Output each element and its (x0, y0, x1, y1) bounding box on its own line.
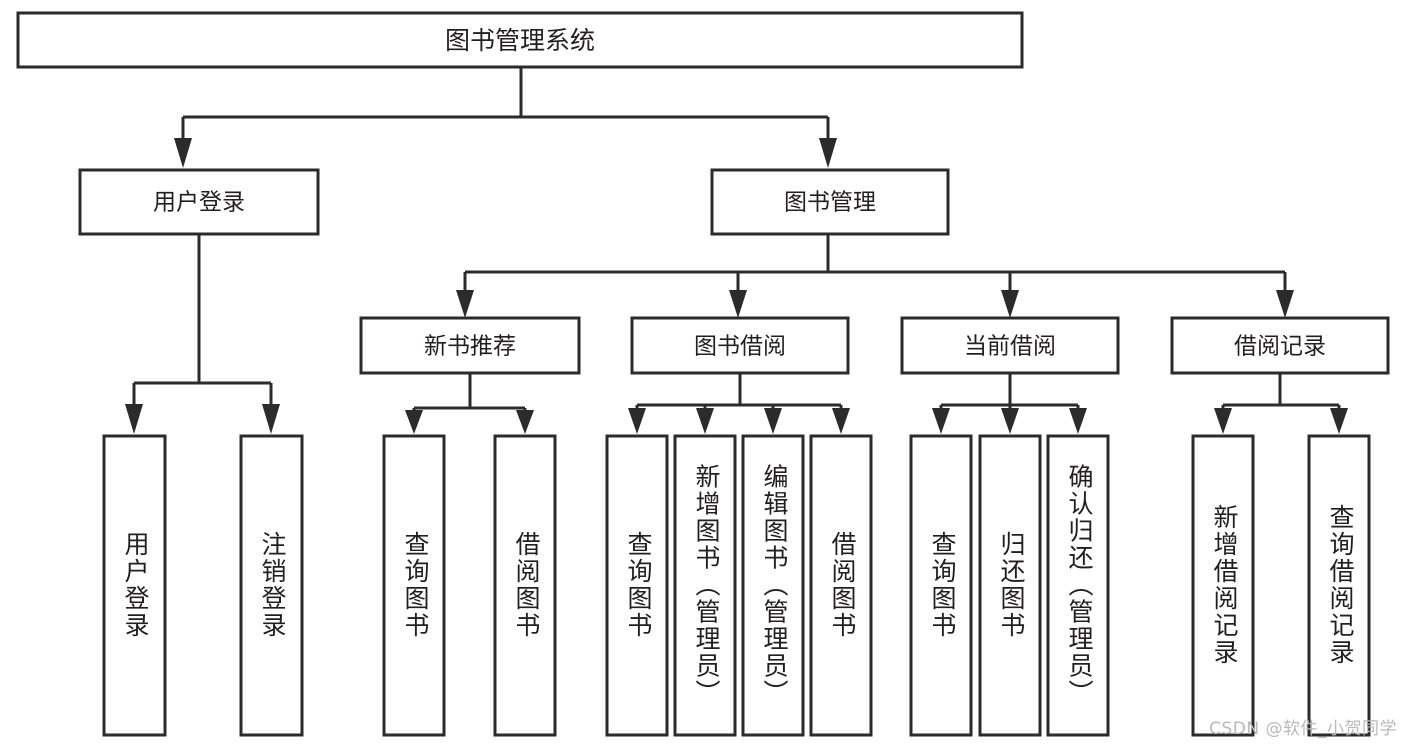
connector-current-to-leaves (932, 373, 1087, 434)
leaf-user-login-login[interactable]: 用户登录 (102, 434, 167, 737)
node-borrow-record-label: 借阅记录 (1234, 334, 1326, 360)
connector-borrow-to-leaves (628, 373, 850, 434)
leaf-borrow-borrow-book[interactable]: 借阅图书 (809, 434, 873, 737)
leaf-borrow-add-book-label: 新增图书（管理员） (692, 464, 721, 707)
node-user-login-label: 用户登录 (153, 190, 245, 216)
node-user-login[interactable]: 用户登录 (78, 168, 320, 236)
node-current-borrow-label: 当前借阅 (964, 334, 1056, 360)
leaf-current-return-book[interactable]: 归还图书 (978, 434, 1042, 737)
leaf-current-confirm-return-label: 确认归还（管理员） (1065, 464, 1094, 707)
leaf-current-return-book-label: 归还图书 (997, 531, 1026, 639)
node-book-management[interactable]: 图书管理 (710, 168, 950, 236)
leaf-borrow-query-book-label: 查询图书 (624, 531, 653, 639)
leaf-current-query-book-label: 查询图书 (928, 531, 957, 639)
connector-record-to-leaves (1214, 373, 1348, 434)
node-root-label: 图书管理系统 (445, 26, 595, 55)
node-new-book-recommend[interactable]: 新书推荐 (359, 316, 581, 375)
leaf-recommend-query-book[interactable]: 查询图书 (382, 434, 446, 737)
leaf-borrow-edit-book-label: 编辑图书（管理员） (760, 464, 789, 707)
node-book-borrow-label: 图书借阅 (694, 334, 786, 360)
node-book-borrow[interactable]: 图书借阅 (630, 316, 850, 375)
leaf-recommend-query-book-label: 查询图书 (401, 531, 430, 639)
node-borrow-record[interactable]: 借阅记录 (1170, 316, 1390, 375)
leaf-current-query-book[interactable]: 查询图书 (909, 434, 973, 737)
leaf-borrow-add-book[interactable]: 新增图书（管理员） (673, 434, 737, 737)
leaf-borrow-edit-book[interactable]: 编辑图书（管理员） (741, 434, 805, 737)
connector-root-to-level1 (174, 67, 837, 168)
leaf-borrow-query-book[interactable]: 查询图书 (605, 434, 669, 737)
connector-recommend-to-leaves (405, 373, 534, 434)
leaf-user-login-login-label: 用户登录 (121, 531, 150, 639)
leaf-recommend-borrow-book[interactable]: 借阅图书 (493, 434, 557, 737)
leaf-record-add-record-label: 新增借阅记录 (1210, 504, 1239, 666)
leaf-user-login-logout[interactable]: 注销登录 (239, 434, 304, 737)
node-new-book-recommend-label: 新书推荐 (424, 334, 516, 360)
leaf-record-query-record-label: 查询借阅记录 (1326, 504, 1355, 666)
leaf-borrow-borrow-book-label: 借阅图书 (828, 531, 857, 639)
connector-userlogin-to-leaves (125, 234, 280, 434)
leaf-recommend-borrow-book-label: 借阅图书 (512, 531, 541, 639)
connector-bookmgmt-to-level2 (456, 233, 1294, 318)
node-book-management-label: 图书管理 (784, 190, 876, 216)
node-root-system[interactable]: 图书管理系统 (16, 11, 1024, 69)
leaf-user-login-logout-label: 注销登录 (258, 531, 287, 639)
leaf-record-query-record[interactable]: 查询借阅记录 (1307, 434, 1371, 737)
node-current-borrow[interactable]: 当前借阅 (900, 316, 1120, 375)
leaf-current-confirm-return[interactable]: 确认归还（管理员） (1046, 434, 1110, 737)
leaf-record-add-record[interactable]: 新增借阅记录 (1191, 434, 1255, 737)
